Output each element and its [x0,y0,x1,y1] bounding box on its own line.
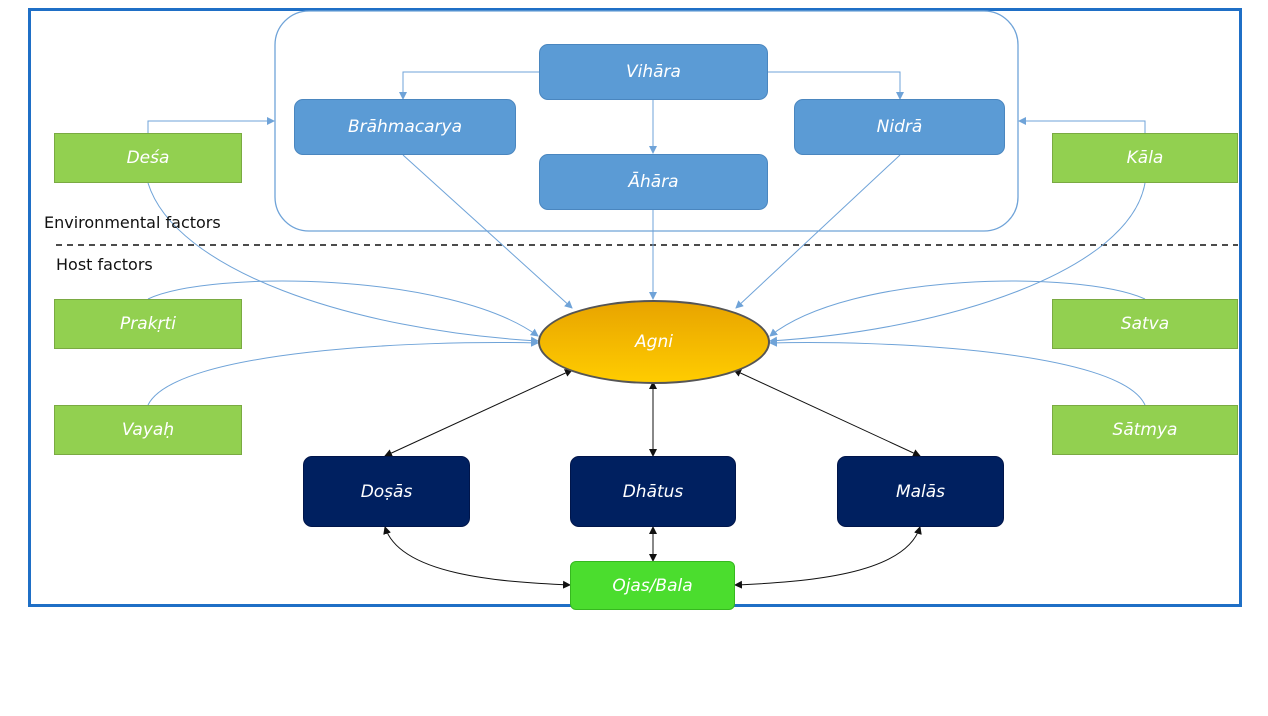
connector-nidra-agni [735,154,901,309]
connector-dosas-ojas [383,526,571,589]
connector-vihara-brahmacarya [399,71,539,100]
node-vihara: Vihāra [539,44,768,100]
connector-kala-container [1018,117,1146,133]
connector-agni-dosas [384,369,573,457]
connector-brahmacarya-agni [402,154,573,309]
connector-vihara-nidra [768,71,904,100]
node-vayah: Vayaḥ [54,405,242,455]
connector-agni-malas [733,369,921,457]
node-ojas-bala: Ojas/Bala [570,561,735,610]
connector-vayah-agni [147,338,539,406]
connector-desa-agni [147,182,539,345]
node-dosas: Doṣās [303,456,470,527]
node-malas: Malās [837,456,1004,527]
connector-desa-container [147,117,275,133]
connector-satmya-agni [769,338,1146,406]
host-factors-label: Host factors [56,255,153,274]
connector-prakrti-agni [147,280,539,337]
node-satva: Satva [1052,299,1238,349]
node-nidra: Nidrā [794,99,1005,155]
node-brahmacarya: Brāhmacarya [294,99,516,155]
node-satmya: Sātmya [1052,405,1238,455]
connector-kala-agni [769,182,1146,345]
node-desa: Deśa [54,133,242,183]
connector-satva-agni [769,280,1146,337]
node-prakrti: Prakṛti [54,299,242,349]
node-agni: Agni [538,300,770,384]
node-ahara: Āhāra [539,154,768,210]
environmental-factors-label: Environmental factors [44,213,221,232]
node-dhatus: Dhātus [570,456,736,527]
node-kala: Kāla [1052,133,1238,183]
connector-malas-ojas [734,526,922,589]
